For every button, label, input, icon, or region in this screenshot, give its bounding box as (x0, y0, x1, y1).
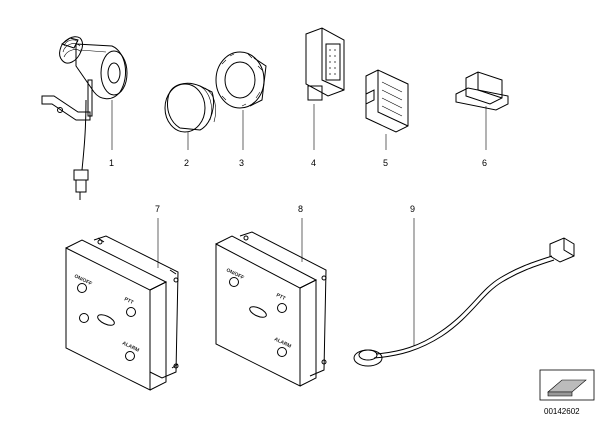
part-8-control-panel: ON/OFF PTT ALARM 8 (215, 204, 327, 387)
callout-9: 9 (410, 204, 415, 214)
callout-3: 3 (239, 158, 244, 168)
part-6-small-module: 6 (455, 71, 509, 168)
callout-1: 1 (109, 158, 114, 168)
btn-onoff-label-b: ON/OFF (225, 267, 245, 281)
part-7-control-panel: ON/OFF PTT ALARM 7 (65, 204, 179, 391)
socket-pin-grid (329, 49, 336, 75)
callout-8: 8 (298, 204, 303, 214)
callout-2: 2 (184, 158, 189, 168)
part-4-connector-socket: 4 (305, 27, 345, 168)
part-2-round-grommet: 2 (164, 82, 216, 168)
callout-6: 6 (482, 158, 487, 168)
btn-onoff-label: ON/OFF (73, 273, 93, 287)
reference-box: 00142602 (539, 369, 595, 416)
part-3-ring-nut: 3 (215, 51, 267, 168)
part-5-louvered-grille: 5 (365, 69, 409, 168)
btn-ptt-label: PTT (123, 296, 134, 306)
reference-number: 00142602 (544, 407, 580, 416)
callout-5: 5 (383, 158, 388, 168)
part-9-microphone-cable: 9 (353, 204, 575, 367)
btn-ptt-label-b: PTT (275, 292, 286, 302)
callout-4: 4 (311, 158, 316, 168)
callout-7: 7 (155, 204, 160, 214)
part-1-horn-speaker: 1 (41, 36, 128, 200)
